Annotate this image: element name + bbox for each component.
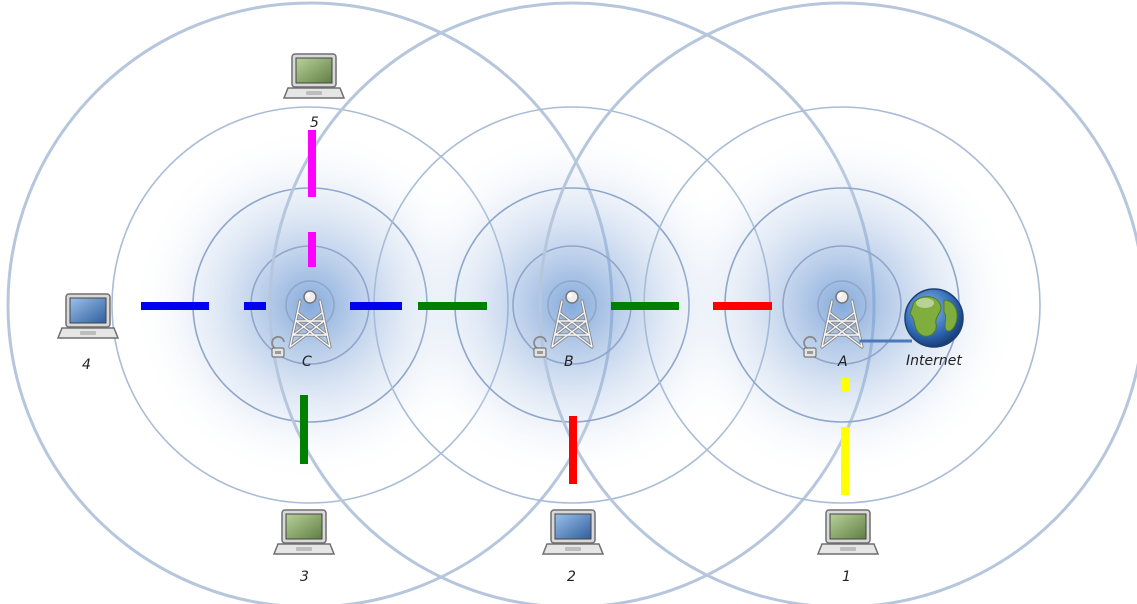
tower-c-label: C bbox=[302, 354, 312, 370]
laptop-3-label: 3 bbox=[300, 569, 309, 585]
laptop-4-label: 4 bbox=[82, 357, 91, 373]
laptop-5-label: 5 bbox=[310, 115, 319, 131]
link-blue-segment bbox=[244, 302, 266, 310]
coverage-ring-a-outer bbox=[538, 1, 1137, 604]
coverage-a bbox=[538, 1, 1137, 604]
link-magenta-segment bbox=[308, 130, 316, 197]
tower-a: A bbox=[803, 289, 864, 370]
link-red-segment bbox=[569, 416, 577, 484]
links bbox=[141, 130, 849, 495]
tower-c: C bbox=[271, 289, 332, 370]
link-green-segment bbox=[611, 302, 679, 310]
link-green-segment bbox=[418, 302, 487, 310]
laptop-icon bbox=[542, 509, 604, 555]
link-blue-segment bbox=[350, 302, 402, 310]
link-yellow-segment bbox=[841, 378, 849, 392]
link-magenta-segment bbox=[308, 232, 316, 267]
coverage-ring-a-small bbox=[782, 245, 902, 365]
tower-a-label: A bbox=[837, 354, 848, 370]
coverage-ring-a-core bbox=[817, 280, 867, 330]
laptop-5: 5 bbox=[283, 53, 345, 131]
globe-icon bbox=[904, 288, 964, 348]
laptop-2: 2 bbox=[542, 509, 604, 585]
coverage-ring-b-core bbox=[547, 280, 597, 330]
link-red-segment bbox=[713, 302, 772, 310]
laptop-icon bbox=[57, 293, 119, 339]
internet-node: Internet bbox=[860, 288, 964, 369]
internet-label: Internet bbox=[906, 353, 962, 369]
laptop-3: 3 bbox=[273, 509, 335, 585]
laptop-1: 1 bbox=[817, 509, 879, 585]
tower-b-label: B bbox=[564, 354, 574, 370]
laptop-1-label: 1 bbox=[842, 569, 851, 585]
tower-b: B bbox=[533, 289, 594, 370]
laptop-4: 4 bbox=[57, 293, 119, 373]
laptop-icon bbox=[273, 509, 335, 555]
laptop-icon bbox=[283, 53, 345, 99]
laptop-2-label: 2 bbox=[567, 569, 576, 585]
laptop-icon bbox=[817, 509, 879, 555]
link-green-segment bbox=[300, 395, 308, 464]
link-yellow-segment bbox=[841, 427, 849, 495]
link-blue-segment bbox=[141, 302, 209, 310]
coverage-ring-c-core bbox=[285, 280, 335, 330]
